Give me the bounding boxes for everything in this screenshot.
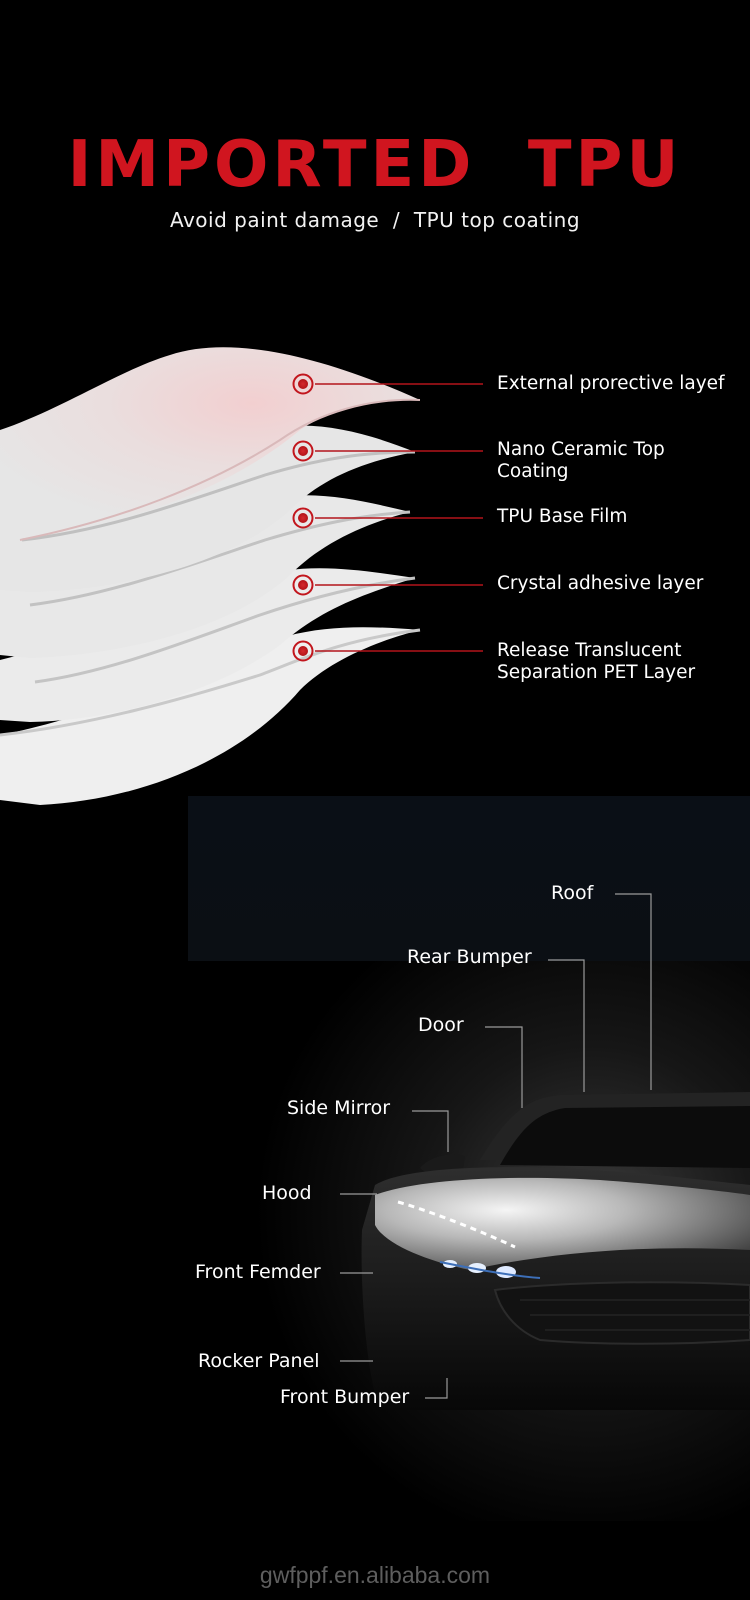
layer-marker-2 (292, 440, 483, 462)
layer-marker-4 (292, 574, 483, 596)
layer-marker-5 (292, 640, 483, 662)
layer-label-crystal-adhesive: Crystal adhesive layer (497, 573, 704, 594)
film-sheet-4 (0, 568, 415, 722)
car-part-front-bumper: Front Bumper (280, 1386, 410, 1408)
target-dot-icon (292, 373, 314, 395)
layer-label-nano-ceramic: Nano Ceramic Top Coating (497, 439, 665, 482)
car-grille (493, 1281, 750, 1345)
car-part-door: Door (418, 1014, 464, 1036)
car-hood (375, 1177, 750, 1270)
car-windshield (500, 1106, 750, 1168)
target-dot-icon (292, 640, 314, 662)
car-part-rocker-panel: Rocker Panel (198, 1350, 320, 1372)
car-side-mirror (420, 1154, 465, 1172)
film-sheet-2 (0, 425, 415, 592)
page-subtitle: Avoid paint damage / TPU top coating (169, 208, 581, 232)
layer-marker-3 (292, 507, 483, 529)
car-part-hood: Hood (262, 1182, 312, 1204)
car-part-front-fender: Front Femder (195, 1261, 321, 1283)
film-sheet-3 (0, 495, 410, 658)
film-sheet-1 (0, 347, 420, 535)
layer-marker-1 (292, 373, 483, 395)
rear-bumper-leader (548, 959, 585, 1092)
target-dot-icon (292, 574, 314, 596)
car-part-side-mirror: Side Mirror (287, 1097, 391, 1119)
layer-label-tpu-base: TPU Base Film (497, 506, 628, 527)
front-bumper-leader (425, 1378, 448, 1399)
side-mirror-leader (412, 1110, 449, 1152)
car-part-roof: Roof (551, 882, 594, 904)
car-part-rear-bumper: Rear Bumper (407, 946, 532, 968)
page-title: IMPORTED TPU (67, 128, 683, 202)
roof-leader (615, 893, 652, 1090)
film-sheet-5 (0, 627, 420, 805)
film-layers-illustration (0, 347, 483, 805)
layer-label-external: External prorective layef (497, 373, 725, 394)
watermark: gwfppf.en.alibaba.com (259, 1562, 491, 1588)
door-leader (485, 1026, 523, 1108)
layer-label-release-pet: Release Translucent Separation PET Layer (497, 640, 696, 683)
target-dot-icon (292, 440, 314, 462)
target-dot-icon (292, 507, 314, 529)
